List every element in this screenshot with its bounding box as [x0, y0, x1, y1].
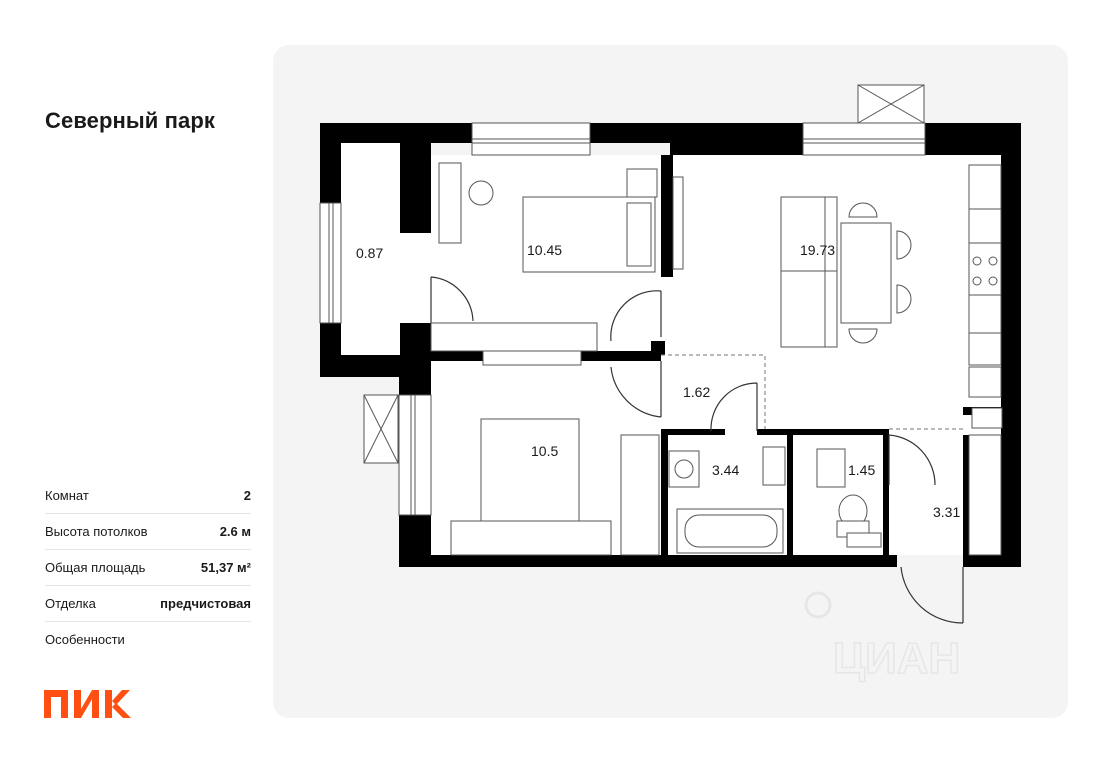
- spec-label: Комнат: [45, 488, 89, 503]
- cian-watermark-icon: ЦИАН: [804, 591, 961, 684]
- sink-icon: [968, 332, 1002, 366]
- area-bedroom-2: 10.5: [531, 443, 558, 459]
- spec-value: предчистовая: [160, 596, 251, 611]
- spec-value: 2: [243, 488, 251, 503]
- watermark-text: ЦИАН: [833, 634, 960, 683]
- page-title: Северный парк: [45, 108, 216, 133]
- spec-label: Особенности: [45, 632, 125, 647]
- area-bathroom: 3.44: [712, 462, 739, 478]
- spec-label: Высота потолков: [45, 524, 148, 539]
- washer-icon: [968, 366, 1002, 398]
- outdoor-vent-boxes: [363, 84, 925, 464]
- hall-wardrobe-icon: [968, 434, 1002, 556]
- dining-table-icon: [840, 222, 892, 324]
- spec-total-area: Общая площадь 51,37 м²: [45, 550, 251, 586]
- windows: [319, 122, 926, 516]
- room-labels: 0.87 10.45 19.73 1.62 10.5 3.44 1.45 3.3…: [356, 242, 960, 520]
- floor-plan-panel: ЦИАН: [273, 45, 1068, 718]
- stove-icon: [968, 242, 1002, 296]
- area-toilet: 1.45: [848, 462, 875, 478]
- spec-finishing: Отделка предчистовая: [45, 586, 251, 622]
- bath-sink-icon: [762, 446, 786, 486]
- fridge-icon: [968, 164, 1002, 210]
- furniture: [430, 162, 1003, 556]
- spec-rooms: Комнат 2: [45, 478, 251, 514]
- toilet-sink-icon: [816, 448, 846, 488]
- spec-value: 2.6 м: [219, 524, 251, 539]
- doors: [430, 276, 964, 624]
- pik-logo-icon: [44, 690, 131, 718]
- area-hall: 3.31: [933, 504, 960, 520]
- area-bedroom-1: 10.45: [527, 242, 562, 258]
- spec-value: 51,37 м²: [200, 560, 251, 575]
- area-corridor: 1.62: [683, 384, 710, 400]
- spec-ceiling-height: Высота потолков 2.6 м: [45, 514, 251, 550]
- spec-features: Особенности: [45, 622, 251, 658]
- floor-plan: ЦИАН: [319, 84, 1021, 684]
- area-balcony: 0.87: [356, 245, 383, 261]
- spec-label: Общая площадь: [45, 560, 146, 575]
- zone-boundaries: [661, 354, 963, 430]
- area-living-kitchen: 19.73: [800, 242, 835, 258]
- apartment-specs: Комнат 2 Высота потолков 2.6 м Общая пло…: [45, 478, 251, 658]
- chair-icon: [468, 180, 494, 206]
- spec-label: Отделка: [45, 596, 96, 611]
- desk-icon: [438, 162, 462, 244]
